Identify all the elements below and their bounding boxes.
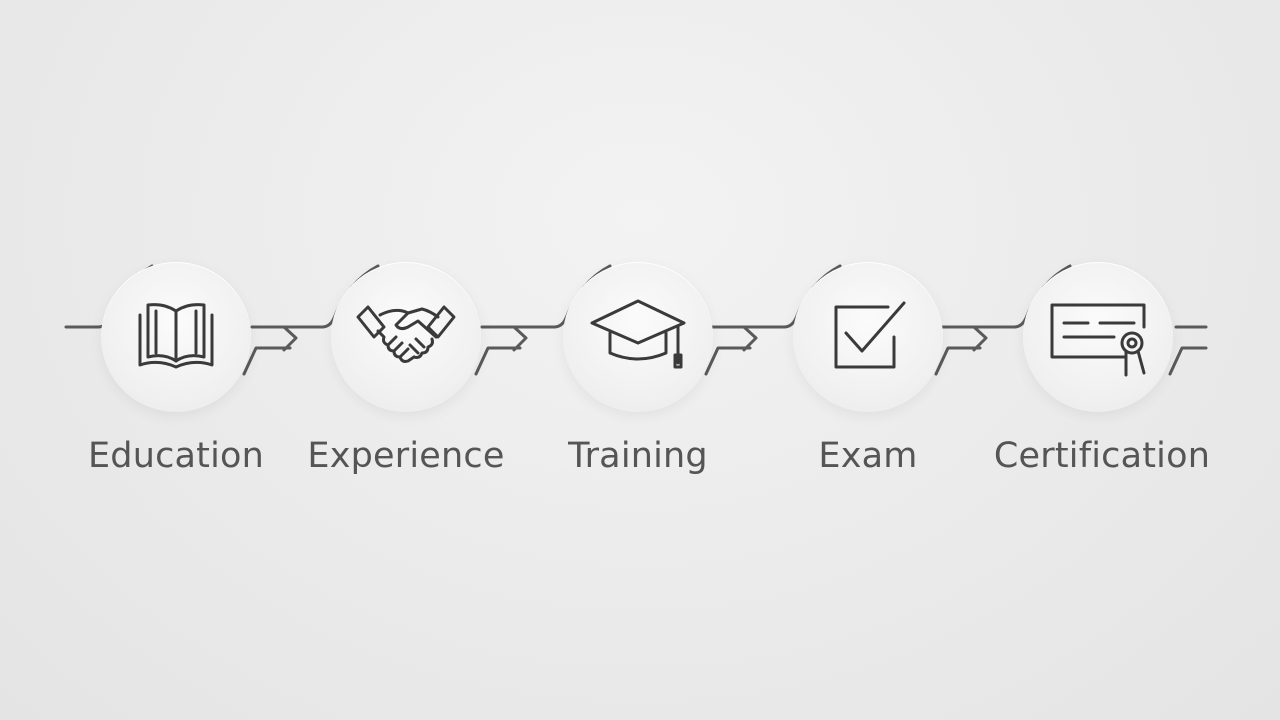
arrow-head-icon: [742, 325, 758, 352]
step-education: [101, 262, 251, 412]
handshake-icon: [356, 287, 456, 387]
step-experience: [331, 262, 481, 412]
arrow-head-icon: [972, 325, 988, 352]
step-disc: [793, 262, 943, 412]
graduation-cap-icon: [588, 287, 688, 387]
checkbox-icon: [818, 287, 918, 387]
step-label-training: Training: [568, 436, 708, 476]
trail-out-line: [1168, 346, 1208, 376]
open-book-icon: [126, 287, 226, 387]
step-disc: [331, 262, 481, 412]
certificate-icon: [1048, 287, 1148, 387]
arrow-head-icon: [282, 325, 298, 352]
step-label-education: Education: [87, 436, 265, 476]
step-disc: [563, 262, 713, 412]
connector-line: [242, 346, 292, 376]
connector-line: [934, 346, 982, 376]
step-certification: [1023, 262, 1173, 412]
step-label-certification: Certification: [993, 436, 1211, 476]
step-label-experience: Experience: [307, 436, 505, 476]
connector-line: [704, 346, 752, 376]
connector-line: [474, 346, 522, 376]
step-training: [563, 262, 713, 412]
step-label-exam: Exam: [818, 436, 918, 476]
step-exam: [793, 262, 943, 412]
arrow-head-icon: [512, 325, 528, 352]
